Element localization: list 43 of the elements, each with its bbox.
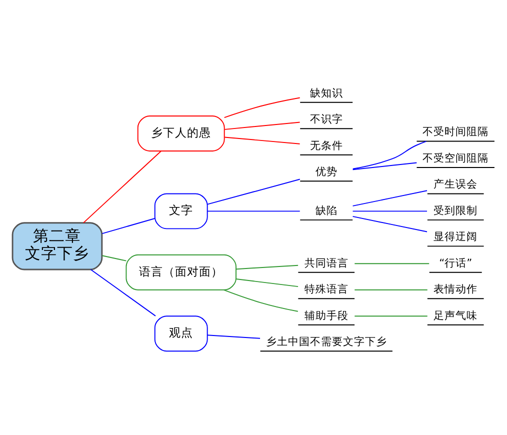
connector <box>354 288 428 290</box>
connector <box>82 150 162 223</box>
node-text: 共同语言 <box>304 256 348 269</box>
connector <box>352 162 418 170</box>
node-text: 无条件 <box>310 138 343 152</box>
connector <box>352 210 428 212</box>
node-box: 观点 <box>154 315 208 352</box>
connector <box>224 121 300 130</box>
connector <box>223 288 298 312</box>
connector <box>206 178 300 204</box>
node-text: 缺陷 <box>315 203 338 216</box>
connector <box>352 190 428 206</box>
node-text: 不受空间阻隔 <box>422 150 489 164</box>
node-text: 缺知识 <box>310 86 343 99</box>
node-text: 不受时间阻隔 <box>422 124 489 138</box>
connector <box>206 210 300 212</box>
connector <box>102 254 127 261</box>
node-text: 产生误会 <box>434 177 478 190</box>
connector <box>224 136 300 144</box>
node-text: 不识字 <box>310 112 343 126</box>
connector <box>354 315 428 316</box>
node-text: 优势 <box>315 164 338 178</box>
node-text: 受到限制 <box>434 203 478 216</box>
connector <box>352 215 428 232</box>
node-text: 特殊语言 <box>304 282 348 296</box>
connector <box>352 140 427 169</box>
connector <box>354 262 430 264</box>
connector <box>224 96 300 118</box>
node-box: 第二章 文字下乡 <box>12 222 103 270</box>
connector <box>236 264 299 270</box>
node-text: 辅助手段 <box>304 308 348 322</box>
connector <box>102 218 156 234</box>
node-text: “行话” <box>439 256 472 269</box>
connector <box>206 334 261 338</box>
node-text: 表情动作 <box>434 282 478 296</box>
node-text: 乡土中国不需要文字下乡 <box>266 334 387 348</box>
connector <box>236 278 299 287</box>
node-box: 语言（面对面） <box>126 254 236 290</box>
connector <box>90 268 156 316</box>
node-text: 足声气味 <box>434 308 478 322</box>
node-box: 文字 <box>154 192 208 229</box>
node-box: 乡下人的愚 <box>137 115 225 151</box>
node-text: 显得迂阔 <box>434 230 478 243</box>
